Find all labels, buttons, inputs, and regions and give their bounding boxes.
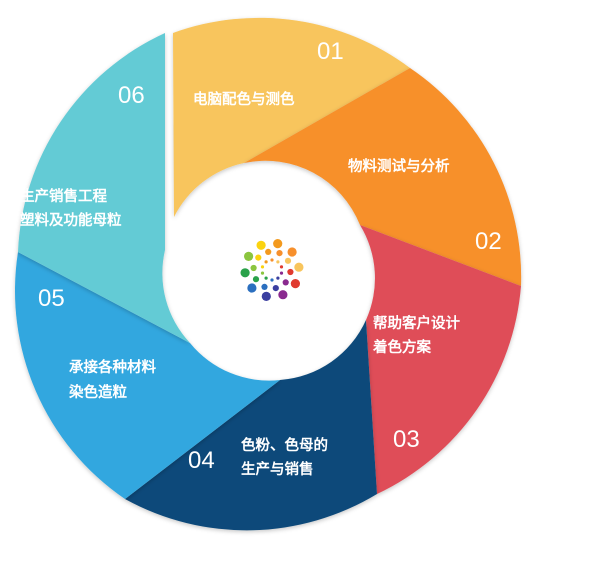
logo-dot: [276, 260, 280, 264]
logo-dot: [244, 251, 254, 261]
segment-04-label-line2: 生产与销售: [241, 460, 314, 478]
logo-dot: [256, 240, 266, 250]
logo-dot: [260, 265, 265, 269]
logo-dot: [261, 283, 268, 290]
logo-dot: [287, 247, 297, 257]
logo-dot: [287, 268, 294, 276]
logo-dot: [240, 268, 250, 278]
segment-05-number: 05: [38, 285, 65, 312]
segment-05-label-line2: 染色造粒: [68, 383, 127, 401]
logo-dot: [290, 279, 300, 289]
segment-04: [125, 320, 377, 531]
segment-04-number: 04: [188, 447, 215, 474]
segment-05-label-line1: 承接各种材料: [69, 358, 156, 376]
segment-05: [14, 252, 280, 499]
logo-dot: [273, 239, 283, 249]
logo-dot: [255, 254, 262, 261]
logo-dot: [250, 264, 257, 272]
segment-01-number: 01: [317, 38, 344, 65]
segment-06-number: 06: [118, 82, 145, 109]
segment-03-number: 03: [393, 426, 420, 453]
logo-dot: [264, 276, 268, 280]
segment-01-label: 电脑配色与测色: [193, 90, 295, 108]
logo-dot: [265, 248, 272, 255]
logo-dot: [247, 283, 257, 293]
segment-04-label-line1: 色粉、色母的: [241, 436, 328, 454]
brand-logo-icon: [240, 239, 304, 301]
logo-dot: [261, 291, 271, 301]
logo-dot: [282, 279, 289, 286]
logo-dot: [270, 258, 274, 262]
segment-02-number: 02: [475, 228, 502, 255]
logo-dot: [252, 276, 260, 283]
segment-02-label: 物料测试与分析: [348, 157, 450, 175]
logo-dot: [279, 265, 284, 269]
logo-dot: [270, 278, 274, 282]
logo-dot: [294, 262, 304, 272]
segment-02: [244, 68, 522, 286]
segment-03-label-line2: 着色方案: [372, 338, 431, 356]
logo-dot: [276, 250, 283, 257]
segment-03: [360, 225, 521, 494]
logo-dot: [260, 271, 265, 275]
logo-dot: [276, 276, 280, 280]
segment-01: [173, 17, 410, 218]
segment-06-label-line1: 生产销售工程: [20, 187, 107, 205]
logo-dot: [278, 290, 288, 300]
logo-dot: [284, 257, 292, 264]
segment-06: [18, 33, 190, 343]
logo-dot: [272, 285, 279, 292]
segment-06-label-line2: 塑料及功能母粒: [20, 211, 122, 229]
logo-dot: [279, 271, 284, 275]
logo-dot: [264, 260, 268, 264]
segment-03-label-line1: 帮助客户设计: [373, 314, 460, 332]
